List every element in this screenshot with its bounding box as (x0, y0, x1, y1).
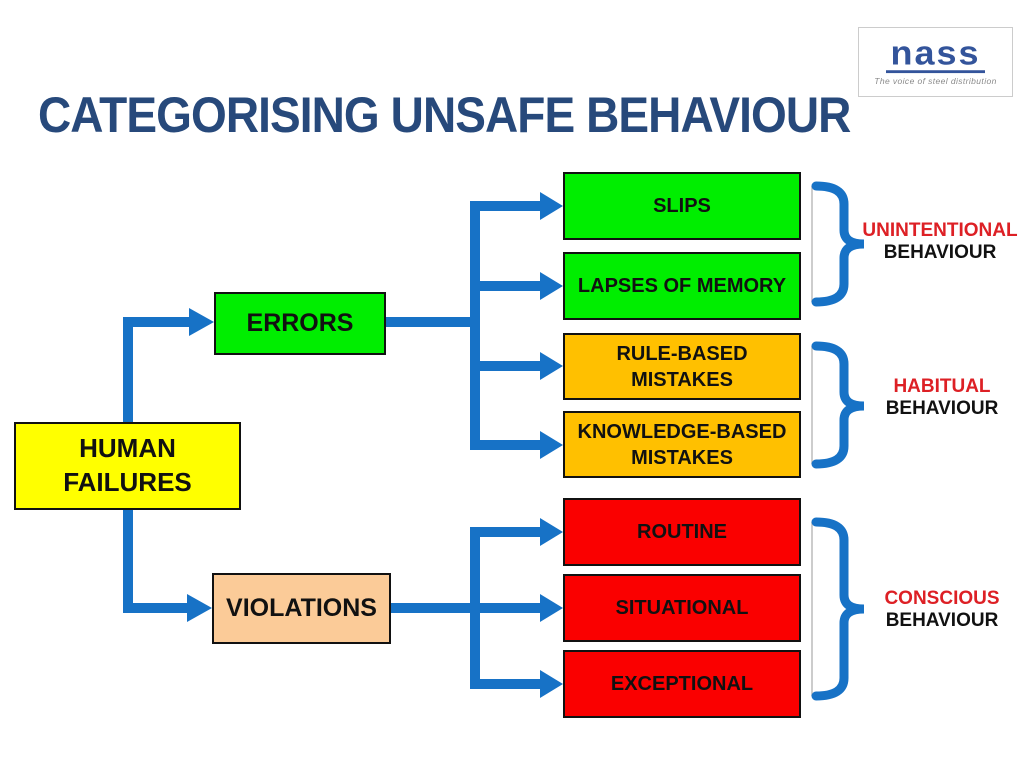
node-lapses-of-memory: LAPSES OF MEMORY (563, 252, 801, 320)
brace-conscious (811, 517, 865, 701)
brace-unintentional (811, 181, 865, 307)
node-rule-based-mistakes: RULE-BASED MISTAKES (563, 333, 801, 400)
label-conscious-behaviour: CONSCIOUS BEHAVIOUR (852, 588, 1024, 632)
label-unintentional-behaviour: UNINTENTIONAL BEHAVIOUR (850, 220, 1024, 264)
node-slips: SLIPS (563, 172, 801, 240)
node-label: ERRORS (246, 309, 354, 338)
node-label: SITUATIONAL (615, 597, 749, 619)
node-situational: SITUATIONAL (563, 574, 801, 642)
node-human-failures: HUMAN FAILURES (14, 422, 241, 510)
node-label: EXCEPTIONAL (610, 673, 754, 695)
node-routine: ROUTINE (563, 498, 801, 566)
label-line-black: BEHAVIOUR (885, 610, 999, 631)
node-label: MISTAKES (631, 368, 733, 391)
arrowhead-violations (187, 594, 212, 622)
node-label: HUMAN (79, 433, 176, 464)
arrowhead-exceptional (540, 670, 563, 698)
nass-logo-tagline: The voice of steel distribution (874, 76, 997, 87)
node-label: SLIPS (653, 195, 711, 217)
arrowhead-errors (189, 308, 214, 336)
errors-branch-trunk (470, 201, 542, 450)
arrowhead-lapses (540, 272, 563, 300)
node-exceptional: EXCEPTIONAL (563, 650, 801, 718)
node-label: LAPSES OF MEMORY (577, 275, 787, 297)
node-label: KNOWLEDGE-BASED (577, 420, 787, 443)
arrowhead-knowledge-based (540, 431, 563, 459)
label-line-black: BEHAVIOUR (885, 398, 999, 419)
node-label: FAILURES (63, 467, 192, 497)
node-violations: VIOLATIONS (212, 573, 391, 644)
page-title: CATEGORISING UNSAFE BEHAVIOUR (38, 87, 851, 143)
brace-habitual (811, 341, 865, 469)
label-line-red: HABITUAL (893, 376, 991, 397)
node-label: RULE-BASED (616, 342, 748, 365)
label-line-red: CONSCIOUS (884, 588, 1000, 609)
arrowhead-situational (540, 594, 563, 622)
arrowhead-routine (540, 518, 563, 546)
node-knowledge-based-mistakes: KNOWLEDGE-BASED MISTAKES (563, 411, 801, 478)
nass-logo: nass The voice of steel distribution (858, 27, 1013, 97)
arrowhead-rule-based (540, 352, 563, 380)
node-label: VIOLATIONS (226, 594, 377, 623)
label-habitual-behaviour: HABITUAL BEHAVIOUR (852, 376, 1024, 420)
node-errors: ERRORS (214, 292, 386, 355)
label-line-red: UNINTENTIONAL (862, 220, 1018, 241)
label-line-black: BEHAVIOUR (883, 242, 997, 263)
violations-branch-trunk (470, 527, 542, 689)
arrowhead-slips (540, 192, 563, 220)
nass-logo-wordmark: nass (886, 35, 985, 73)
node-label: ROUTINE (637, 521, 727, 543)
node-label: MISTAKES (631, 446, 733, 469)
